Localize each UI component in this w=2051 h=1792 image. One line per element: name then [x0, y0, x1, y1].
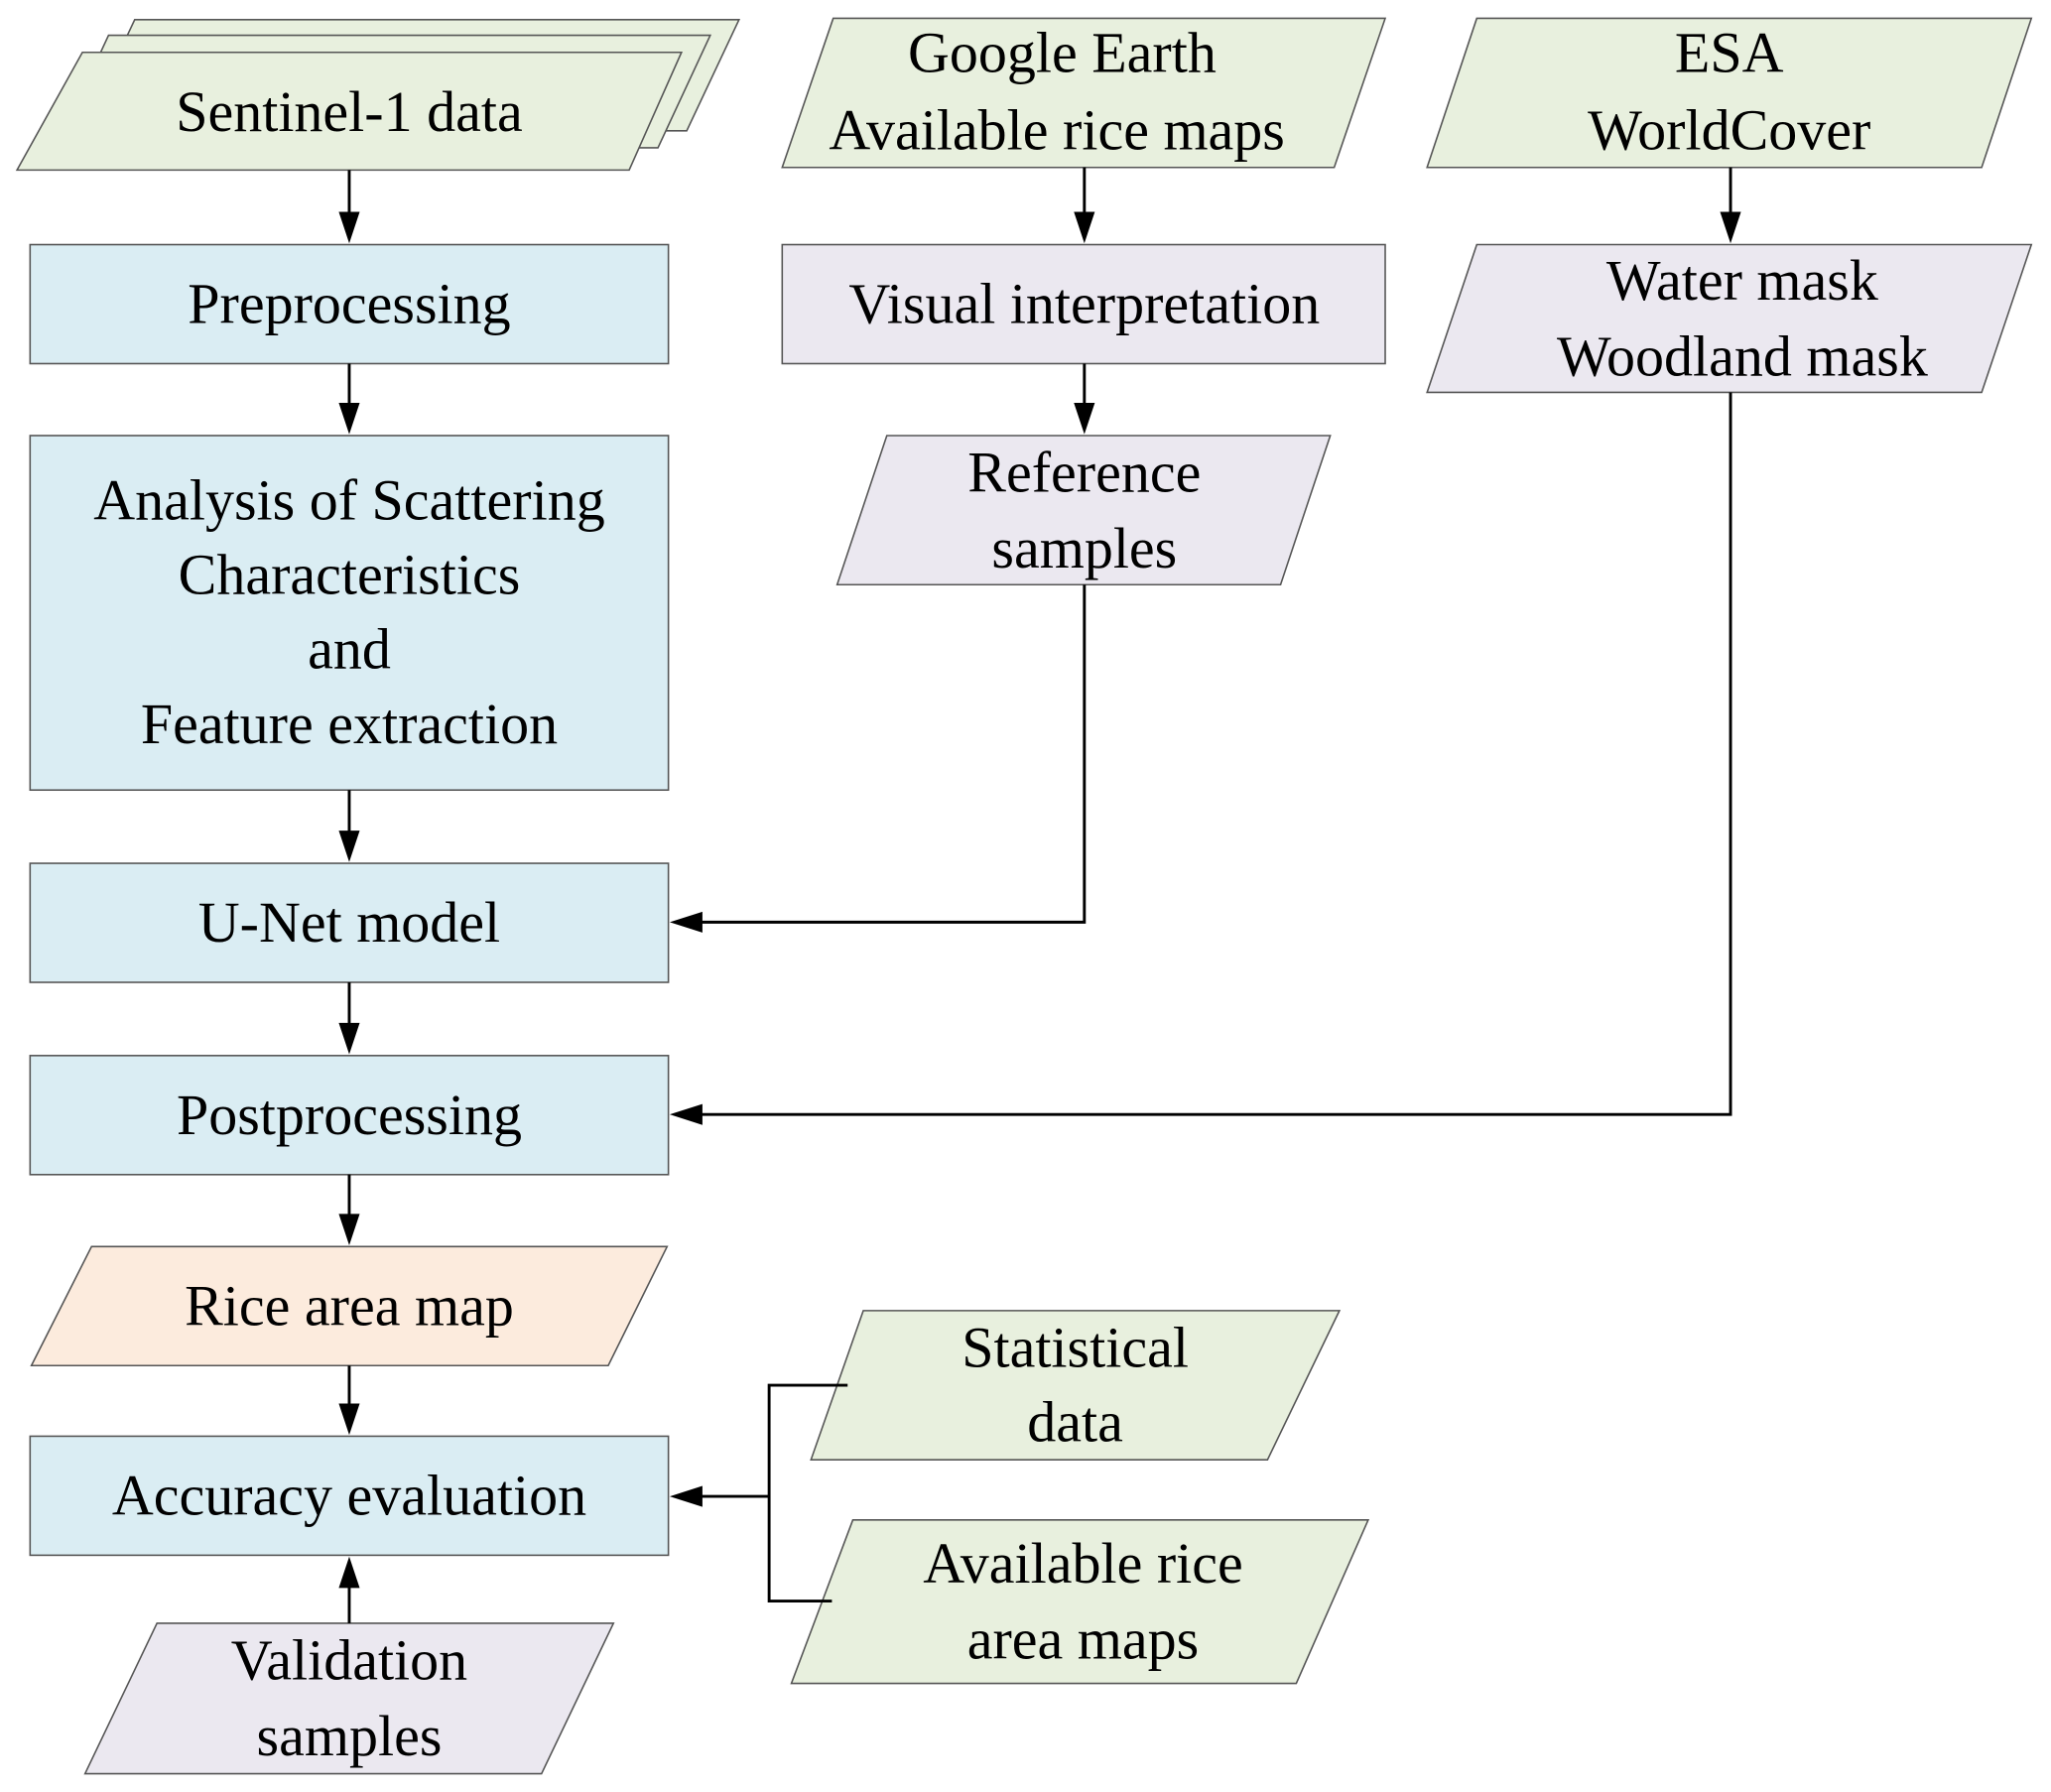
node-sentinel: Sentinel-1 data: [15, 18, 741, 172]
node-unet: U-Net model: [29, 862, 670, 983]
node-label-line-4: Feature extraction: [141, 692, 558, 756]
node-shape: [835, 435, 1332, 586]
node-label: Preprocessing: [188, 272, 510, 336]
node-label: Visual interpretation: [848, 272, 1320, 336]
edge-sources-accuracy: [669, 1383, 848, 1602]
node-accuracy: Accuracy evaluation: [29, 1435, 670, 1557]
node-reference: Reference samples: [835, 435, 1332, 586]
arrowhead: [669, 1103, 703, 1125]
node-label-line-2: Available rice maps: [829, 97, 1285, 162]
node-label-line-1: ESA: [1675, 21, 1784, 85]
edge-postprocessing-ricemap: [338, 1174, 360, 1245]
node-label-line-1: Google Earth: [908, 21, 1217, 85]
node-masks: Water mask Woodland mask: [1426, 243, 2033, 394]
node-shape: [29, 435, 670, 792]
arrowhead: [338, 1022, 360, 1055]
node-label-line-1: Water mask: [1606, 248, 1878, 313]
edge-reference-unet: [669, 584, 1087, 933]
node-validation: Validation samples: [83, 1622, 615, 1775]
edge-preprocessing-analysis: [338, 363, 360, 435]
edge-line: [700, 392, 1732, 1116]
node-analysis: Analysis of Scattering Characteristics a…: [29, 435, 670, 792]
arrowhead: [669, 1485, 703, 1507]
arrowhead: [338, 831, 360, 862]
node-shape: [781, 17, 1387, 169]
edge-sentinel-preprocessing: [338, 170, 360, 244]
node-label-line-1: Reference: [967, 441, 1201, 505]
node-label: Sentinel-1 data: [176, 79, 523, 144]
arrowhead: [338, 1403, 360, 1436]
edge-visual-reference: [1074, 363, 1095, 435]
node-label-line-2: Characteristics: [179, 542, 521, 606]
node-label-line-2: samples: [257, 1704, 443, 1768]
node-available-maps: Available rice area maps: [790, 1519, 1370, 1685]
edge-googleearth-visual: [1074, 167, 1095, 244]
node-label-line-2: Woodland mask: [1557, 323, 1928, 388]
node-shape: [1426, 243, 2033, 394]
edge-bracket: [767, 1383, 848, 1602]
arrowhead: [1074, 211, 1095, 244]
node-shape: [83, 1622, 615, 1775]
node-shape: [29, 1435, 670, 1557]
node-label-line-3: and: [308, 617, 391, 682]
edge-analysis-unet: [338, 790, 360, 862]
arrowhead: [338, 1556, 360, 1589]
node-statistical: Statistical data: [810, 1310, 1342, 1461]
arrowhead: [338, 211, 360, 244]
edge-esa-masks: [1720, 167, 1741, 244]
node-label-line-1: Analysis of Scattering: [93, 467, 604, 532]
node-label-line-2: data: [1027, 1390, 1123, 1455]
node-label: Rice area map: [185, 1273, 514, 1338]
node-esa: ESA WorldCover: [1426, 17, 2033, 169]
node-visual: Visual interpretation: [781, 243, 1386, 365]
node-label-line-2: area maps: [967, 1607, 1199, 1672]
node-shape: [29, 1055, 670, 1176]
arrowhead: [338, 1214, 360, 1245]
edge-masks-postprocessing: [669, 392, 1732, 1125]
edge-validation-accuracy: [338, 1556, 360, 1623]
node-label-line-1: Validation: [231, 1628, 467, 1693]
node-shape: [1426, 17, 2033, 169]
node-shape: [790, 1519, 1370, 1685]
edge-unet-postprocessing: [338, 982, 360, 1055]
node-label: Postprocessing: [177, 1083, 522, 1147]
node-label: Accuracy evaluation: [112, 1464, 586, 1528]
node-shape: [30, 1245, 669, 1367]
node-label-line-1: Statistical: [961, 1316, 1189, 1380]
node-label-line-2: samples: [991, 516, 1177, 580]
arrowhead: [1720, 211, 1741, 244]
node-label-line-1: Available rice: [923, 1531, 1243, 1596]
node-postprocessing: Postprocessing: [29, 1055, 670, 1176]
node-shape: [29, 243, 670, 365]
arrowhead: [338, 403, 360, 435]
edge-line: [700, 584, 1087, 924]
node-shape: [29, 862, 670, 983]
arrowhead: [1074, 403, 1095, 435]
edge-ricemap-accuracy: [338, 1365, 360, 1436]
arrowhead: [669, 911, 703, 933]
node-label: U-Net model: [198, 890, 500, 955]
node-preprocessing: Preprocessing: [29, 243, 670, 365]
node-shape: [810, 1310, 1342, 1461]
node-google-earth: Google Earth Available rice maps: [781, 17, 1387, 169]
node-shape: [781, 243, 1386, 365]
node-rice-map: Rice area map: [30, 1245, 669, 1367]
stack-layer-front: [15, 51, 684, 172]
node-label-line-2: WorldCover: [1588, 97, 1870, 162]
